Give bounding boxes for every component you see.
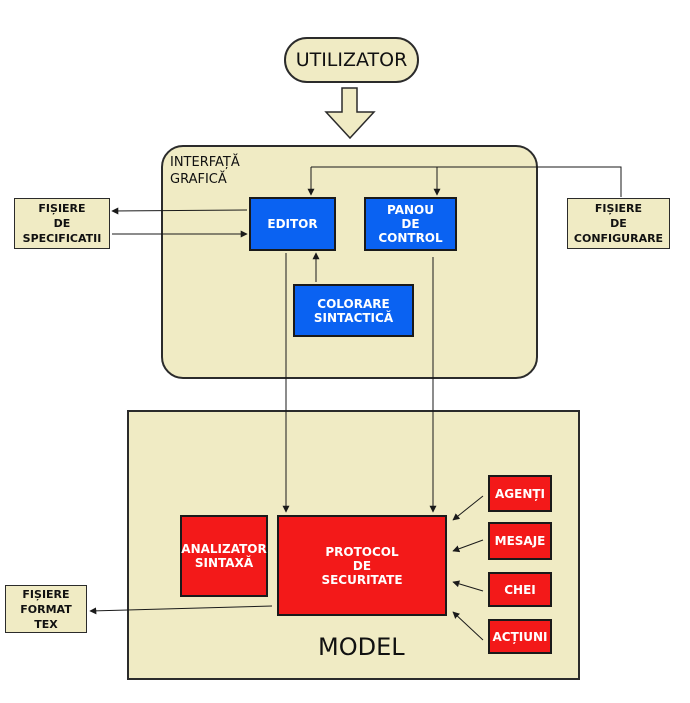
- tex-files-box: FIȘIERE FORMAT TEX: [5, 585, 87, 633]
- security-protocol-box: PROTOCOL DE SECURITATE: [277, 515, 447, 616]
- keys-box: CHEI: [488, 572, 552, 607]
- control-panel-box: PANOU DE CONTROL: [364, 197, 457, 251]
- syntax-analyzer-box: ANALIZATOR SINTAXĂ: [180, 515, 268, 597]
- actions-box: ACȚIUNI: [488, 619, 552, 654]
- agents-box: AGENȚI: [488, 475, 552, 512]
- specifications-files-box: FIȘIERE DE SPECIFICATII: [14, 198, 110, 249]
- user-node: UTILIZATOR: [284, 37, 419, 83]
- gui-title: INTERFAȚĂ GRAFICĂ: [170, 155, 240, 187]
- syntax-coloring-box: COLORARE SINTACTICĂ: [293, 284, 414, 337]
- editor-box: EDITOR: [249, 197, 336, 251]
- messages-box: MESAJE: [488, 522, 552, 560]
- model-title: MODEL: [318, 633, 405, 661]
- configuration-files-box: FIȘIERE DE CONFIGURARE: [567, 198, 670, 249]
- user-label: UTILIZATOR: [295, 49, 408, 71]
